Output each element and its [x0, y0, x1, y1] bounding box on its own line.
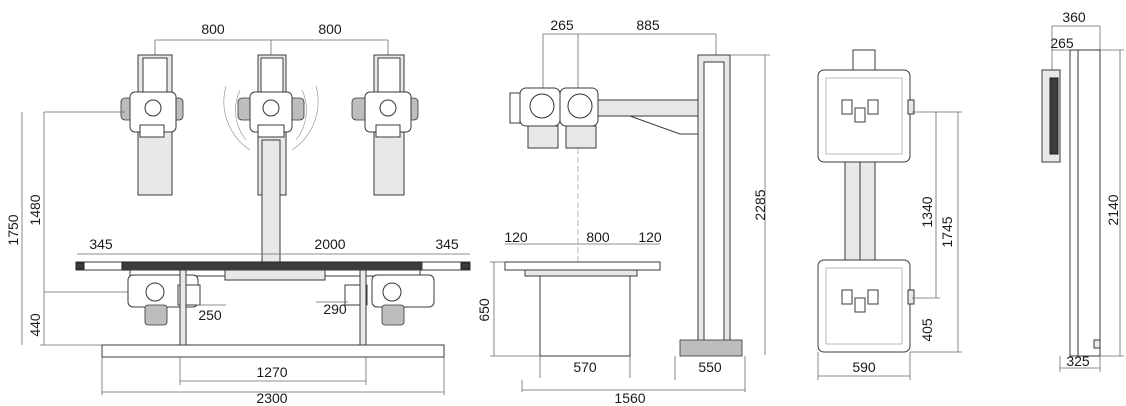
table-top — [121, 261, 423, 271]
dim-offset-290: 290 — [323, 301, 347, 317]
dim-table-length: 2000 — [314, 236, 345, 252]
side-tube-heads — [509, 87, 599, 149]
dim-bucky-width: 590 — [852, 359, 876, 375]
dim-bucky-base: 325 — [1066, 353, 1090, 369]
side-view: 265 885 2285 120 800 120 — [476, 17, 770, 406]
dim-tube-spacing-left: 800 — [201, 21, 225, 37]
dim-table-overhang-right: 345 — [435, 236, 459, 252]
side-column-base — [679, 339, 743, 357]
dim-tube-spacing-right: 800 — [318, 21, 342, 37]
side-table-top — [504, 261, 661, 271]
dim-column-height: 2285 — [752, 189, 768, 220]
dim-offset-250: 250 — [198, 307, 222, 323]
table-top-extension-right — [421, 261, 471, 271]
dim-bucky-travel-1340: 1340 — [919, 196, 935, 227]
xray-tube-left — [120, 54, 184, 196]
dim-height-1750: 1750 — [5, 214, 21, 245]
bucky-side-column — [1069, 49, 1101, 357]
dim-bucky-depth-265: 265 — [1050, 35, 1074, 51]
side-arm — [597, 99, 699, 117]
dim-height-1480: 1480 — [27, 194, 43, 225]
dim-bucky-height: 2140 — [1105, 194, 1121, 225]
dim-bucky-min-height: 405 — [919, 318, 935, 342]
dim-arm-offset: 265 — [550, 17, 574, 33]
dim-base-total: 2300 — [256, 390, 287, 406]
dim-overall-depth: 1560 — [614, 390, 645, 406]
bucky-side-view: 360 265 2140 325 — [1041, 9, 1124, 372]
dim-table-edge-right: 120 — [638, 229, 662, 245]
dim-table-width: 800 — [586, 229, 610, 245]
dim-column-base: 550 — [698, 359, 722, 375]
dim-base-inner: 1270 — [256, 364, 287, 380]
front-column — [261, 139, 281, 263]
dim-table-edge-left: 120 — [504, 229, 528, 245]
lower-tube-left — [127, 274, 201, 326]
bucky-front-view: 1340 1745 405 590 — [817, 49, 962, 380]
lower-tube-right — [344, 274, 435, 326]
front-view: 800 800 — [5, 21, 471, 406]
dim-table-overhang-left: 345 — [89, 236, 113, 252]
dim-arm-length: 885 — [636, 17, 660, 33]
dim-table-height: 650 — [476, 298, 492, 322]
dim-height-440: 440 — [27, 313, 43, 337]
dim-bucky-travel-1745: 1745 — [939, 216, 955, 247]
front-base — [101, 344, 445, 358]
xray-tube-right — [351, 54, 419, 196]
dim-bucky-depth-360: 360 — [1062, 9, 1086, 25]
dim-table-base: 570 — [573, 359, 597, 375]
